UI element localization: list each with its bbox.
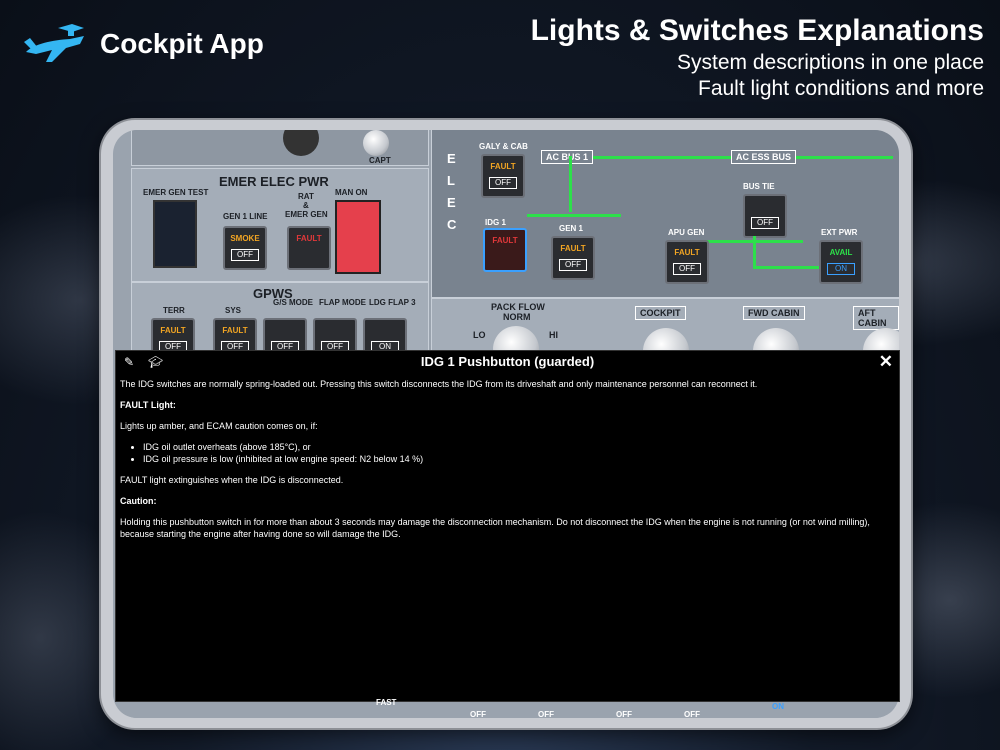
bottom-off-2: OFF <box>538 710 554 719</box>
ac-ess-bus-label: AC ESS BUS <box>731 150 797 164</box>
ext-pwr-label: EXT PWR <box>821 228 858 237</box>
emer-gen-test-guard[interactable] <box>153 200 197 268</box>
fault-light: FAULT <box>296 234 322 243</box>
on-light: ON <box>827 263 855 275</box>
galy-cab-switch[interactable]: FAULT OFF <box>481 154 525 198</box>
fault-light: FAULT <box>492 236 518 245</box>
hero-text: Lights & Switches Explanations System de… <box>531 12 984 102</box>
bus-vertical-1 <box>569 156 572 212</box>
ldg-flap3-label: LDG FLAP 3 <box>369 298 416 307</box>
brand-title: Cockpit App <box>100 28 264 59</box>
apu-gen-label: APU GEN <box>668 228 705 237</box>
man-on-guard[interactable] <box>335 200 381 274</box>
fault-light: FAULT <box>560 244 586 253</box>
amp-label: & <box>303 201 309 210</box>
emer-gen-test-label: EMER GEN TEST <box>143 188 209 197</box>
fault-light: FAULT <box>222 326 248 335</box>
edit-icon[interactable]: ✎ <box>124 355 135 369</box>
sys-label: SYS <box>225 306 242 315</box>
fault-light: FAULT <box>160 326 186 335</box>
ac-bus-line <box>553 156 893 159</box>
bottom-panel-strip <box>113 708 899 718</box>
off-light: OFF <box>559 259 587 271</box>
apu-bus-line <box>703 240 803 243</box>
aft-cabin-label: AFT CABIN <box>853 306 899 330</box>
idg1-pushbutton[interactable]: FAULT <box>483 228 527 272</box>
popup-title: IDG 1 Pushbutton (guarded) <box>420 354 595 369</box>
gen1-label: GEN 1 <box>559 224 584 233</box>
flap-mode-label: FLAP MODE <box>319 298 366 307</box>
ext-bus-line <box>753 266 823 269</box>
off-light: OFF <box>489 177 517 189</box>
plane-graduate-icon <box>24 24 84 62</box>
capt-label: CAPT <box>369 156 391 165</box>
emer-gen-label: EMER GEN <box>285 210 328 219</box>
brand: Cockpit App <box>22 22 264 66</box>
norm-label: NORM <box>503 312 531 322</box>
hi-label: HI <box>549 330 558 340</box>
ext-pwr-switch[interactable]: AVAIL ON <box>819 240 863 284</box>
list-item: IDG oil outlet overheats (above 185°C), … <box>143 441 892 453</box>
elec-label: E L E C <box>447 151 457 232</box>
hero-subtitle-2: Fault light conditions and more <box>698 77 984 100</box>
popup-header: ✎ 🎓︎ IDG 1 Pushbutton (guarded) ✕ <box>116 351 899 373</box>
rat-label: RAT <box>298 192 314 201</box>
gen1-switch[interactable]: FAULT OFF <box>551 236 595 280</box>
graduation-cap-icon[interactable]: 🎓︎ <box>148 355 164 369</box>
off-light: OFF <box>231 249 259 261</box>
galy-cab-label: GALY & CAB <box>479 142 528 151</box>
man-on-label: MAN ON <box>335 188 368 197</box>
gs-mode-label: G/S MODE <box>273 298 314 307</box>
caution-heading: Caution: <box>120 496 157 506</box>
gen1-line-switch[interactable]: SMOKE OFF <box>223 226 267 270</box>
off-light: OFF <box>751 217 779 229</box>
list-item: IDG oil pressure is low (inhibited at lo… <box>143 453 892 465</box>
bus-tie-label: BUS TIE <box>743 182 775 191</box>
bottom-off-1: OFF <box>470 710 486 719</box>
hero-title: Lights & Switches Explanations <box>530 14 984 47</box>
hero-subtitle-1: System descriptions in one place <box>677 51 984 74</box>
off-light: OFF <box>673 263 701 275</box>
bottom-off-3: OFF <box>616 710 632 719</box>
bottom-off-4: OFF <box>684 710 700 719</box>
ac-bus1-label: AC BUS 1 <box>541 150 594 164</box>
fault-light: FAULT <box>490 162 516 171</box>
apu-gen-switch[interactable]: FAULT OFF <box>665 240 709 284</box>
fwd-cabin-label: FWD CABIN <box>743 306 805 320</box>
rat-emer-gen-switch[interactable]: FAULT <box>287 226 331 270</box>
caution-text: Holding this pushbutton switch in for mo… <box>120 517 870 539</box>
idg1-label: IDG 1 <box>485 218 506 227</box>
popup-body: The IDG switches are normally spring-loa… <box>120 378 892 549</box>
fault-conditions-list: IDG oil outlet overheats (above 185°C), … <box>120 441 892 465</box>
terr-label: TERR <box>163 306 185 315</box>
gen1-bus-line <box>527 214 621 217</box>
gen1-line-label: GEN 1 LINE <box>223 212 268 221</box>
lo-label: LO <box>473 330 486 340</box>
explanation-popup: ✎ 🎓︎ IDG 1 Pushbutton (guarded) ✕ The ID… <box>115 350 900 702</box>
bottom-on: ON <box>772 702 784 711</box>
avail-light: AVAIL <box>829 248 853 257</box>
bus-vertical-2 <box>753 236 756 266</box>
close-icon[interactable]: ✕ <box>878 352 893 371</box>
fault-light: FAULT <box>674 248 700 257</box>
gpws-title: GPWS <box>253 286 293 301</box>
intro-text: The IDG switches are normally spring-loa… <box>120 379 758 389</box>
fast-label: FAST <box>376 698 397 707</box>
pack-flow-label: PACK FLOW <box>491 302 545 312</box>
emer-elec-title: EMER ELEC PWR <box>219 174 329 189</box>
fault-heading: FAULT Light: <box>120 400 176 410</box>
fault-intro: Lights up amber, and ECAM caution comes … <box>120 421 318 431</box>
capt-knob[interactable] <box>363 130 389 156</box>
smoke-light: SMOKE <box>230 234 260 243</box>
fault-extinguish-text: FAULT light extinguishes when the IDG is… <box>120 475 344 485</box>
cockpit-label: COCKPIT <box>635 306 686 320</box>
bus-tie-switch[interactable]: OFF <box>743 194 787 238</box>
